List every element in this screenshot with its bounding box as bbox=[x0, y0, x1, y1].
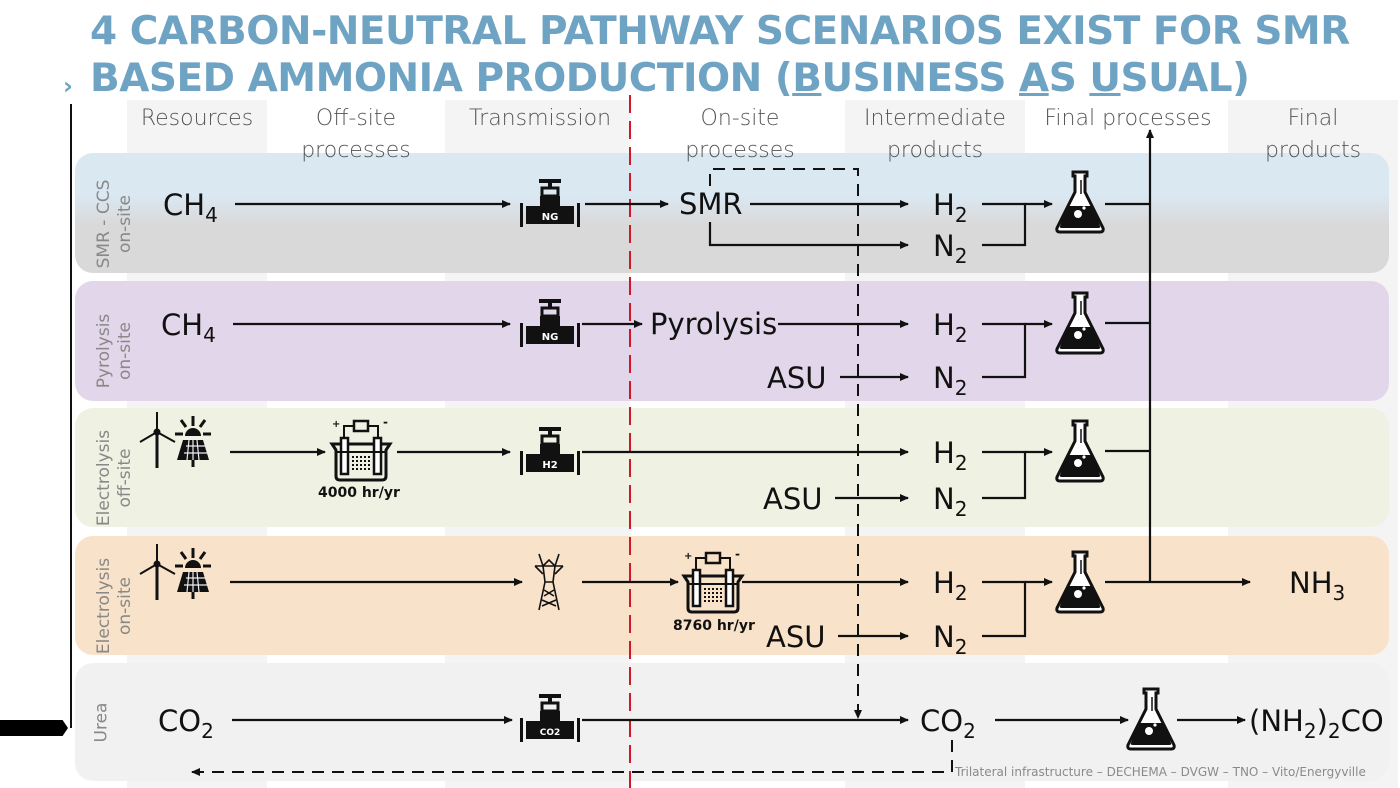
column-header-resources: Resources bbox=[127, 103, 267, 135]
title-line-1: 4 CARBON-NEUTRAL PATHWAY SCENARIOS EXIST… bbox=[90, 9, 1350, 54]
onsite-asu: ASU bbox=[767, 361, 827, 395]
svg-text:-: - bbox=[383, 418, 388, 429]
column-header-offsite: Off-site processes bbox=[267, 103, 445, 167]
join-h2-n2 bbox=[982, 322, 1027, 379]
dashed-co2-capture-line bbox=[709, 168, 862, 719]
title-part: USINESS bbox=[821, 56, 1019, 101]
column-header-final-processes: Final processes bbox=[1030, 103, 1226, 135]
row-band-smr-ccs bbox=[75, 153, 1389, 273]
row-band-electrolysis-offsite bbox=[75, 408, 1389, 527]
title-line-2: BASED AMMONIA PRODUCTION (BUSINESS AS US… bbox=[90, 55, 1390, 102]
column-header-text: processes bbox=[301, 138, 411, 163]
svg-text:NG: NG bbox=[542, 332, 559, 343]
column-header-text: Resources bbox=[140, 106, 254, 131]
resource-co2: CO2 bbox=[158, 704, 214, 743]
chemical-reactor-flask-icon bbox=[1053, 291, 1107, 355]
wind-solar-resources-icon bbox=[137, 542, 215, 602]
svg-text:+: + bbox=[332, 419, 340, 430]
chemical-reactor-flask-icon bbox=[1053, 170, 1107, 234]
svg-text:-: - bbox=[735, 550, 740, 561]
intermediate-h2: H2 bbox=[933, 566, 968, 605]
intermediate-h2: H2 bbox=[933, 188, 968, 227]
pipeline-valve-icon: NG bbox=[517, 297, 583, 353]
chemical-reactor-flask-icon bbox=[1053, 419, 1107, 483]
column-header-transmission: Transmission bbox=[445, 103, 635, 135]
intermediate-n2: N2 bbox=[933, 620, 968, 659]
join-h2-n2 bbox=[982, 580, 1027, 638]
source-credit: Trilateral infrastructure – DECHEMA – DV… bbox=[955, 765, 1366, 779]
electrolyzer-hours-onsite: 8760 hr/yr bbox=[673, 618, 755, 634]
page-title: 4 CARBON-NEUTRAL PATHWAY SCENARIOS EXIST… bbox=[90, 8, 1390, 102]
column-header-onsite: On-site processes bbox=[640, 103, 840, 167]
left-divider-line bbox=[70, 104, 72, 728]
onsite-smr: SMR bbox=[679, 187, 743, 221]
onsite-pyrolysis: Pyrolysis bbox=[650, 307, 778, 341]
onsite-asu: ASU bbox=[763, 482, 823, 516]
column-header-final-products: Final products bbox=[1228, 103, 1398, 167]
intermediate-h2: H2 bbox=[933, 436, 968, 475]
chevron-right-icon: › bbox=[63, 72, 73, 100]
arrow-smr-to-n2 bbox=[708, 222, 909, 249]
column-header-text: products bbox=[886, 138, 984, 163]
join-h2-n2 bbox=[982, 202, 1027, 247]
title-part: S bbox=[1048, 56, 1090, 101]
column-header-text: Final bbox=[1287, 106, 1339, 131]
final-product-nh3: NH3 bbox=[1289, 566, 1346, 605]
row-band-urea bbox=[75, 663, 1389, 781]
intermediate-n2: N2 bbox=[933, 229, 968, 268]
final-product-urea: (NH2)2CO bbox=[1249, 704, 1384, 743]
pipeline-valve-icon: H2 bbox=[517, 425, 583, 481]
svg-text:CO2: CO2 bbox=[540, 728, 561, 738]
join-h2-n2 bbox=[982, 450, 1027, 500]
title-part: BASED AMMONIA PRODUCTION ( bbox=[90, 56, 793, 101]
title-underlined-u: U bbox=[1089, 56, 1121, 101]
intermediate-n2: N2 bbox=[933, 361, 968, 400]
column-header-text: processes bbox=[685, 138, 795, 163]
dashed-co2-return-line bbox=[191, 740, 953, 776]
intermediate-co2: CO2 bbox=[920, 704, 976, 743]
wind-solar-resources-icon bbox=[137, 410, 215, 470]
left-marker-arrow bbox=[0, 720, 68, 736]
intermediate-n2: N2 bbox=[933, 482, 968, 521]
power-pylon-icon bbox=[531, 552, 567, 612]
title-underlined-b: B bbox=[792, 56, 822, 101]
column-header-text: Off-site bbox=[315, 106, 397, 131]
pipeline-valve-icon: NG bbox=[517, 177, 583, 233]
column-header-text: Transmission bbox=[468, 106, 612, 131]
row-band-pyrolysis bbox=[75, 281, 1389, 401]
chemical-reactor-flask-icon bbox=[1053, 550, 1107, 614]
onsite-asu: ASU bbox=[766, 620, 826, 654]
resource-ch4: CH4 bbox=[163, 188, 218, 227]
column-header-text: products bbox=[1264, 138, 1362, 163]
svg-text:H2: H2 bbox=[542, 460, 557, 471]
resource-ch4: CH4 bbox=[161, 308, 216, 347]
column-header-intermediate: Intermediate products bbox=[845, 103, 1025, 167]
pipeline-valve-icon: CO2 bbox=[517, 692, 583, 748]
svg-text:+: + bbox=[684, 551, 692, 562]
electrolyzer-hours-offsite: 4000 hr/yr bbox=[318, 485, 400, 501]
column-header-text: Intermediate bbox=[864, 106, 1006, 131]
column-header-text: Final processes bbox=[1044, 106, 1212, 131]
title-part: SUAL) bbox=[1120, 56, 1250, 101]
svg-text:NG: NG bbox=[542, 212, 559, 223]
electrolyzer-icon: + - bbox=[328, 415, 394, 484]
intermediate-h2: H2 bbox=[933, 308, 968, 347]
electrolyzer-icon: + - bbox=[680, 547, 746, 616]
title-underlined-a: A bbox=[1019, 56, 1049, 101]
column-header-text: On-site bbox=[700, 106, 780, 131]
chemical-reactor-flask-icon bbox=[1124, 687, 1178, 751]
